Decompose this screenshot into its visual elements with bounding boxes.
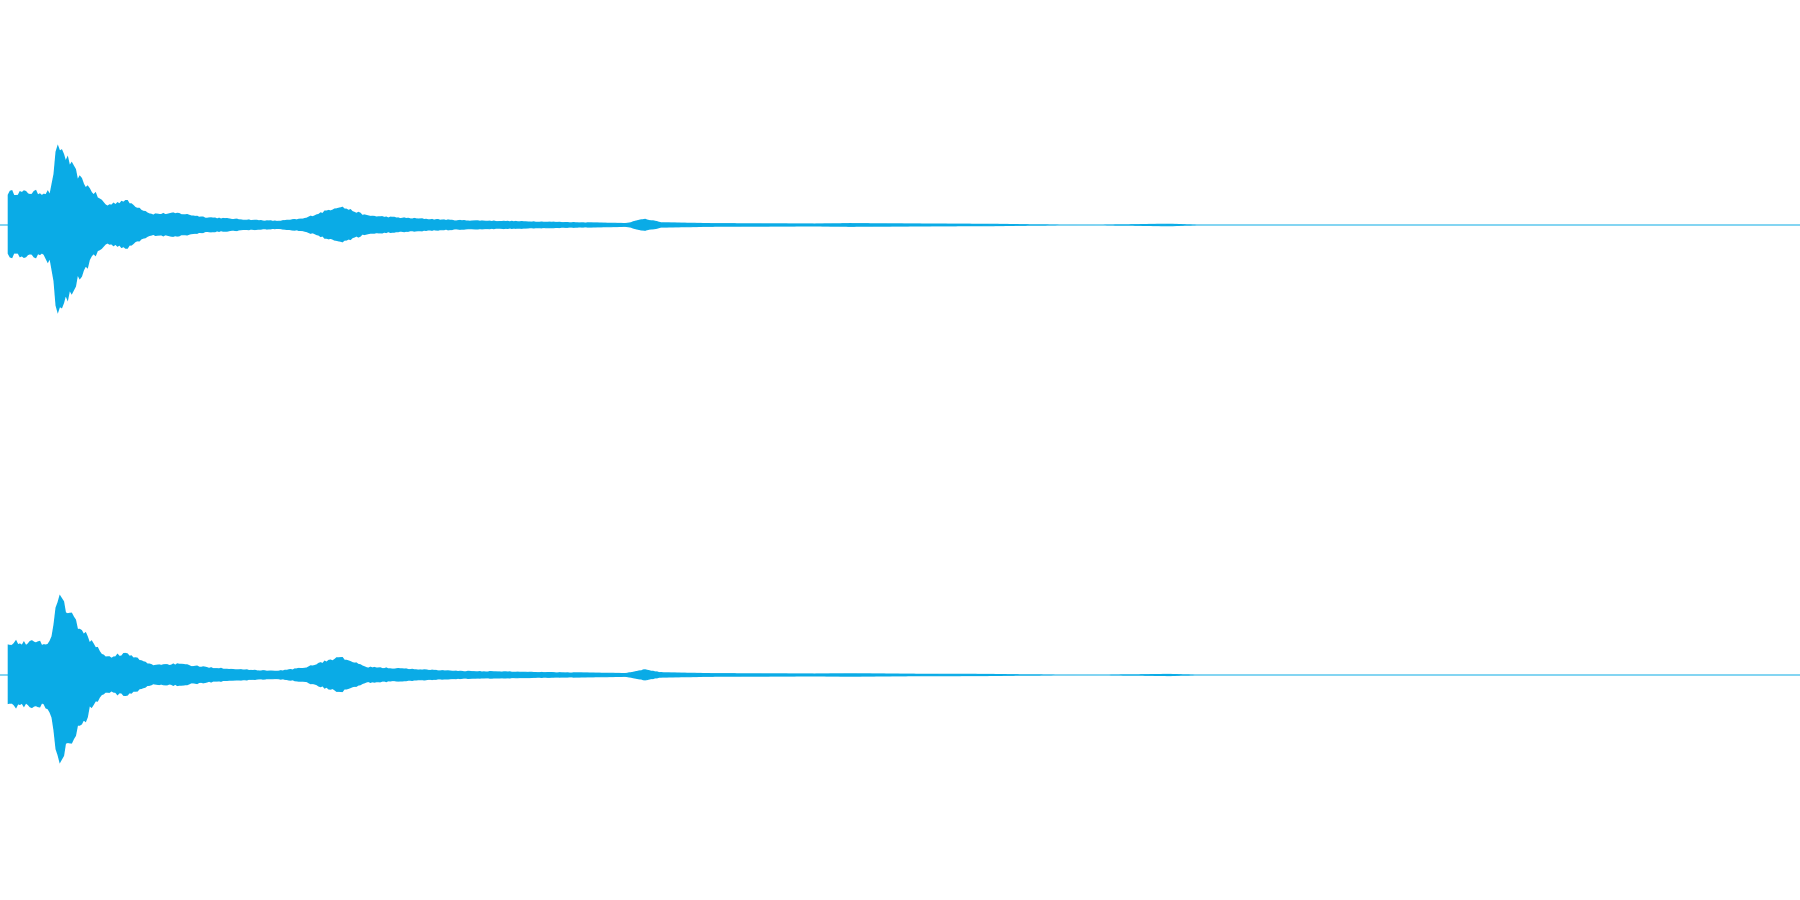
channel-2-waveform xyxy=(7,594,1800,764)
waveform-channel-1 xyxy=(0,144,1800,314)
waveform-channel-2 xyxy=(0,594,1800,764)
channel-1-waveform xyxy=(7,144,1800,314)
